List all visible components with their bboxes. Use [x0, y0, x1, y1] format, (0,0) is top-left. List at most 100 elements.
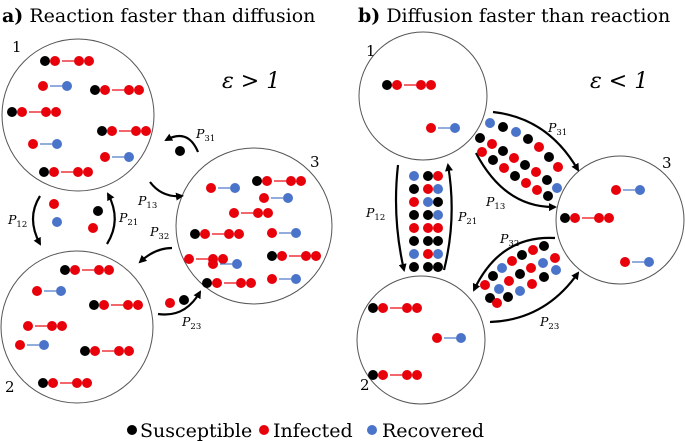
infected-particle — [229, 208, 239, 218]
particle-cluster — [60, 265, 114, 275]
legend-infected-marker — [259, 425, 269, 435]
particle-cluster — [7, 107, 61, 117]
particle-cluster — [15, 340, 49, 350]
susceptible-particle — [267, 251, 277, 261]
edge-21-a-label: P21 — [118, 210, 138, 228]
infected-particle — [553, 162, 563, 172]
susceptible-particle — [409, 210, 419, 220]
panel-a-node-1-particles — [7, 56, 151, 177]
panel-b-title: b) Diffusion faster than reaction — [358, 5, 670, 27]
infected-particle — [509, 153, 519, 163]
infected-particle — [402, 303, 412, 313]
infected-particle — [57, 321, 67, 331]
susceptible-particle — [423, 236, 433, 246]
susceptible-particle — [503, 292, 513, 302]
edge-31-b-label: P31 — [547, 120, 567, 138]
infected-particle — [423, 249, 433, 259]
susceptible-particle — [97, 126, 107, 136]
panel-b: b) Diffusion faster than reaction 1 2 3 … — [356, 5, 685, 405]
susceptible-particle — [423, 262, 433, 272]
panel-b-node-3-label: 3 — [662, 154, 672, 172]
panel-b-node-1-label: 1 — [366, 42, 376, 60]
recovered-particle — [39, 340, 49, 350]
infected-particle — [23, 321, 33, 331]
infected-particle — [184, 254, 194, 264]
particle-susceptible — [93, 206, 103, 216]
panel-a-node-3 — [175, 147, 333, 305]
recovered-particle — [291, 274, 301, 284]
infected-particle — [534, 142, 544, 152]
infected-particle — [212, 278, 222, 288]
edge-21-b — [442, 163, 453, 271]
infected-particle — [17, 107, 27, 117]
edge-32-a-label: P32 — [149, 224, 169, 242]
particle-cluster — [190, 229, 244, 239]
infected-particle — [528, 245, 538, 255]
particle-cluster — [38, 378, 92, 388]
infected-particle — [409, 197, 419, 207]
recovered-particle — [409, 171, 419, 181]
susceptible-particle — [544, 152, 554, 162]
recovered-particle — [433, 249, 443, 259]
edge-21-a — [106, 192, 116, 245]
susceptible-particle — [510, 171, 520, 181]
infected-particle — [104, 265, 114, 275]
infected-particle — [74, 56, 84, 66]
recovered-particle — [52, 139, 62, 149]
recovered-particle — [450, 123, 460, 133]
particle-cluster — [259, 193, 293, 203]
susceptible-particle — [409, 262, 419, 272]
susceptible-particle — [60, 265, 70, 275]
recovered-particle — [433, 184, 443, 194]
susceptible-particle — [475, 133, 485, 143]
susceptible-particle — [543, 191, 553, 201]
particle-cluster — [229, 208, 273, 218]
susceptible-particle — [38, 378, 48, 388]
susceptible-particle — [368, 303, 378, 313]
recovered-particle — [515, 286, 525, 296]
stream-3-2-particles — [480, 241, 561, 308]
particle-cluster — [40, 56, 94, 66]
recovered-particle — [433, 210, 443, 220]
infected-particle — [83, 167, 93, 177]
infected-particle — [224, 229, 234, 239]
infected-particle — [378, 370, 388, 380]
infected-particle — [504, 276, 514, 286]
infected-particle — [301, 251, 311, 261]
infected-particle — [433, 171, 443, 181]
infected-particle — [134, 85, 144, 95]
susceptible-particle — [39, 167, 49, 177]
susceptible-particle — [423, 210, 433, 220]
infected-particle — [426, 80, 436, 90]
particle-cluster — [620, 257, 654, 267]
edge-23-a-label: P23 — [181, 314, 201, 332]
particle-cluster — [89, 300, 143, 310]
edge-12-b — [394, 164, 407, 272]
edge-12-a-label: P12 — [7, 212, 27, 230]
infected-particle — [114, 346, 124, 356]
susceptible-particle — [539, 241, 549, 251]
infected-particle — [286, 176, 296, 186]
panel-a-transitions: P31 P13 P12 P21 P32 P23 — [7, 126, 215, 332]
infected-particle — [262, 176, 272, 186]
recovered-particle — [456, 333, 466, 343]
recovered-particle — [423, 197, 433, 207]
infected-particle — [47, 321, 57, 331]
legend-recovered-marker — [367, 425, 377, 435]
infected-particle — [15, 340, 25, 350]
edge-32-a — [138, 246, 173, 264]
particle-cluster — [267, 274, 301, 284]
particle-cluster — [38, 81, 72, 91]
infected-particle — [73, 167, 83, 177]
infected-particle — [409, 223, 419, 233]
particle-cluster — [432, 333, 466, 343]
particle-cluster — [97, 126, 151, 136]
susceptible-particle — [368, 370, 378, 380]
recovered-particle — [497, 263, 507, 273]
particle-cluster — [560, 213, 614, 223]
particle-cluster — [426, 123, 460, 133]
edge-13-b — [475, 152, 557, 212]
particle-infected — [165, 298, 175, 308]
particle-cluster — [382, 80, 436, 90]
